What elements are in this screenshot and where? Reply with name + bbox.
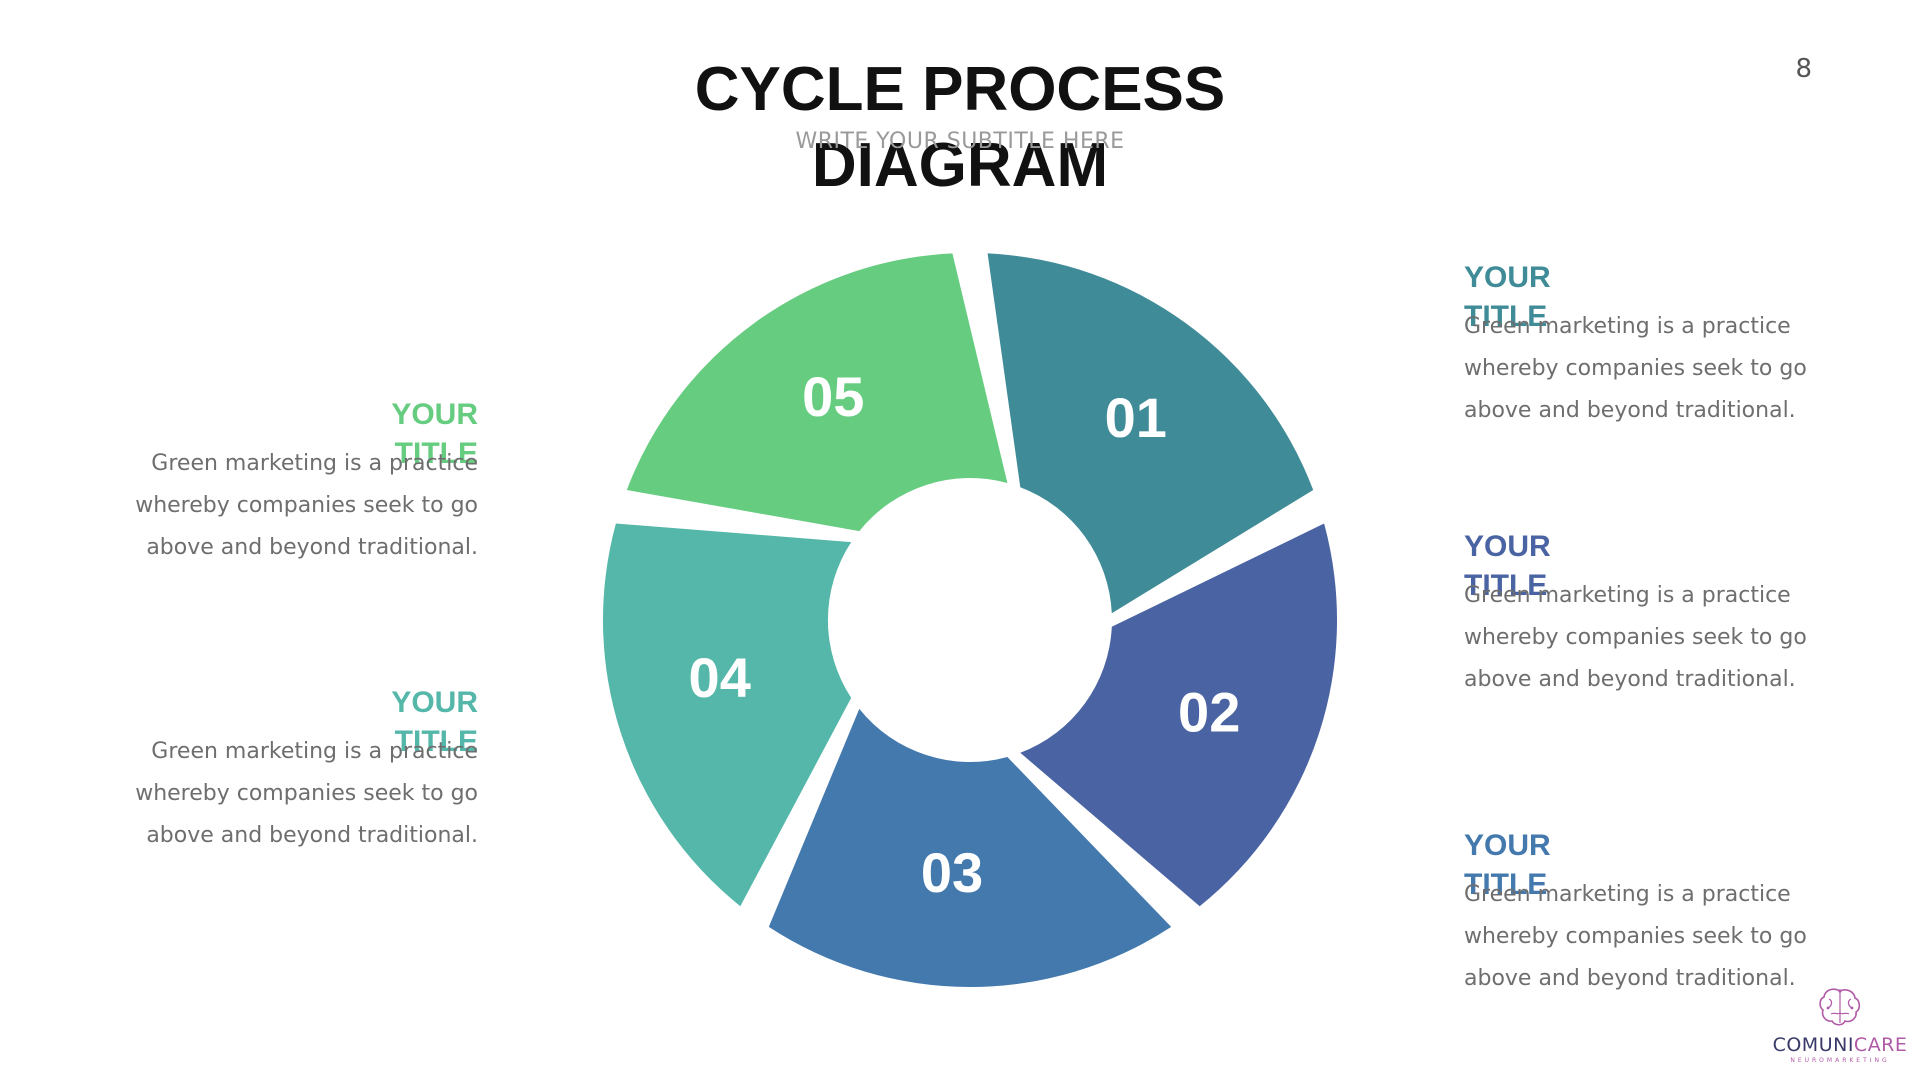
logo-wordmark-part1: COMUNI	[1772, 1034, 1854, 1056]
item-3-text: Green marketing is a practice whereby co…	[1464, 882, 1807, 991]
item-3-title: YOUR TITLE	[1464, 829, 1551, 901]
item-5-text: Green marketing is a practice whereby co…	[135, 451, 478, 560]
cycle-segment-2	[1020, 523, 1338, 907]
page-number: 8	[1795, 54, 1812, 84]
cycle-segment-5	[626, 253, 1008, 532]
cycle-segment-4-number: 04	[689, 646, 751, 709]
item-1-title: YOUR TITLE	[1464, 261, 1551, 333]
item-5: YOUR TITLE Green marketing is a practice…	[118, 395, 478, 569]
cycle-segment-4	[602, 523, 852, 907]
brain-icon	[1819, 988, 1861, 1026]
brand-logo: COMUNICARE NEUROMARKETING	[1770, 985, 1910, 1064]
item-2-title: YOUR TITLE	[1464, 530, 1551, 602]
item-4: YOUR TITLE Green marketing is a practice…	[118, 683, 478, 857]
item-4-title: YOUR TITLE	[391, 686, 478, 758]
cycle-segment-2-number: 02	[1178, 680, 1240, 743]
cycle-segment-1	[987, 253, 1314, 614]
page-subtitle: WRITE YOUR SUBTITLE HERE	[795, 129, 1125, 154]
logo-wordmark: COMUNICARE	[1770, 1034, 1910, 1056]
item-5-title: YOUR TITLE	[391, 398, 478, 470]
item-4-text: Green marketing is a practice whereby co…	[135, 739, 478, 848]
logo-tagline: NEUROMARKETING	[1790, 1057, 1890, 1064]
cycle-segments	[602, 253, 1338, 987]
item-2-text: Green marketing is a practice whereby co…	[1464, 583, 1807, 692]
page-title: CYCLE PROCESS DIAGRAM	[694, 55, 1226, 200]
logo-wordmark-part2: CARE	[1853, 1034, 1908, 1056]
cycle-labels: 01 02 03 04 05	[689, 365, 1241, 904]
cycle-segment-3	[768, 708, 1172, 987]
cycle-segment-1-number: 01	[1105, 386, 1167, 449]
cycle-segment-3-number: 03	[921, 841, 983, 904]
cycle-segment-5-number: 05	[802, 365, 864, 428]
item-1: YOUR TITLE Green marketing is a practice…	[1464, 258, 1824, 432]
item-1-text: Green marketing is a practice whereby co…	[1464, 314, 1807, 423]
item-2: YOUR TITLE Green marketing is a practice…	[1464, 527, 1824, 701]
item-3: YOUR TITLE Green marketing is a practice…	[1464, 826, 1824, 1000]
